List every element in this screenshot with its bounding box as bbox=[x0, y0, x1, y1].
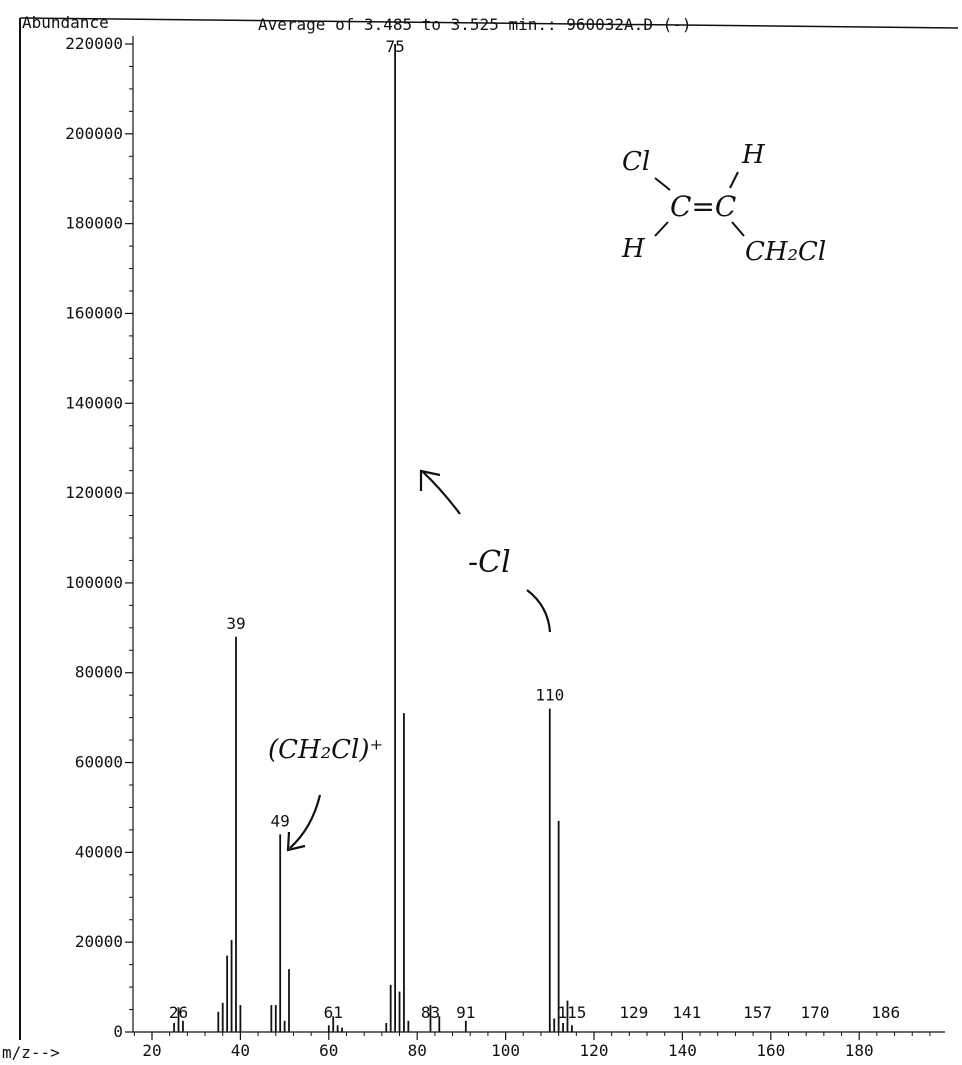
y-tick-label: 200000 bbox=[65, 124, 123, 143]
y-tick-label: 100000 bbox=[65, 573, 123, 592]
x-tick-label: 140 bbox=[668, 1041, 697, 1060]
y-tick-label: 0 bbox=[113, 1022, 123, 1041]
structure-atom-bottom-left: H bbox=[621, 234, 646, 264]
peak-label: 115 bbox=[557, 1003, 586, 1022]
y-tick-label: 120000 bbox=[65, 483, 123, 502]
fragment-annotation: (CH₂Cl)⁺ bbox=[268, 735, 383, 765]
y-tick-group: 0 20000 40000 60000 80000 100000 120000 140000 1… bbox=[65, 34, 133, 1041]
peak-label: 91 bbox=[456, 1003, 475, 1022]
y-tick-label: 220000 bbox=[65, 34, 123, 53]
fragment-arrow-head bbox=[286, 831, 306, 852]
y-tick-label: 160000 bbox=[65, 303, 123, 322]
x-tick-label: 120 bbox=[580, 1041, 609, 1060]
y-tick-label: 20000 bbox=[75, 932, 123, 951]
x-tick-group: 20 40 60 80 100 120 140 160 180 bbox=[133, 1032, 931, 1060]
peak-label: 170 bbox=[801, 1003, 830, 1022]
loss-arrow-lower bbox=[526, 589, 552, 633]
fragment-arrow bbox=[289, 794, 322, 849]
structure-double-bond: C=C bbox=[670, 190, 736, 223]
loss-arrow-upper bbox=[422, 471, 461, 515]
peak-label: 39 bbox=[226, 614, 245, 633]
x-tick-label: 80 bbox=[408, 1041, 427, 1060]
molecule-structure: Cl H C=C H CH₂Cl bbox=[621, 140, 826, 267]
peak-label-group: 26 39 49 61 75 83 91 110 115 129 141 157 170 186 bbox=[169, 37, 900, 1022]
peak-group bbox=[173, 44, 573, 1032]
peak-label: 186 bbox=[871, 1003, 900, 1022]
peak-label: 61 bbox=[324, 1003, 343, 1022]
y-tick-label: 140000 bbox=[65, 393, 123, 412]
peak-label: 157 bbox=[743, 1003, 772, 1022]
peak-label: 83 bbox=[421, 1003, 440, 1022]
peak-label: 26 bbox=[169, 1003, 188, 1022]
structure-atom-top-left: Cl bbox=[622, 147, 650, 177]
top-border-line bbox=[19, 17, 959, 29]
x-tick-label: 60 bbox=[319, 1041, 338, 1060]
structure-group-bottom-right: CH₂Cl bbox=[745, 237, 826, 267]
structure-atom-top-right: H bbox=[741, 140, 766, 170]
x-tick-label: 180 bbox=[845, 1041, 874, 1060]
peak-label: 110 bbox=[535, 686, 564, 705]
chart-title: Average of 3.485 to 3.525 min.: 960032A.… bbox=[258, 15, 691, 34]
x-axis-label: m/z--> bbox=[2, 1043, 60, 1062]
y-tick-label: 60000 bbox=[75, 753, 123, 772]
y-tick-label: 80000 bbox=[75, 663, 123, 682]
bond-bottom-right bbox=[731, 221, 745, 237]
loss-annotation: -Cl bbox=[468, 545, 511, 580]
bond-bottom-left bbox=[654, 221, 669, 237]
peak-label: 129 bbox=[619, 1003, 648, 1022]
x-tick-label: 100 bbox=[491, 1041, 520, 1060]
x-tick-label: 20 bbox=[142, 1041, 161, 1060]
bond-top-right bbox=[729, 171, 739, 189]
peak-label: 49 bbox=[271, 811, 290, 830]
x-tick-label: 40 bbox=[231, 1041, 250, 1060]
y-axis-label: Abundance bbox=[22, 13, 109, 32]
y-tick-label: 180000 bbox=[65, 214, 123, 233]
y-tick-label: 40000 bbox=[75, 842, 123, 861]
x-tick-label: 160 bbox=[756, 1041, 785, 1060]
peak-label: 141 bbox=[672, 1003, 701, 1022]
bond-top-left bbox=[654, 177, 671, 191]
peak-label: 75 bbox=[385, 37, 404, 56]
loss-arrow-head bbox=[419, 469, 441, 491]
